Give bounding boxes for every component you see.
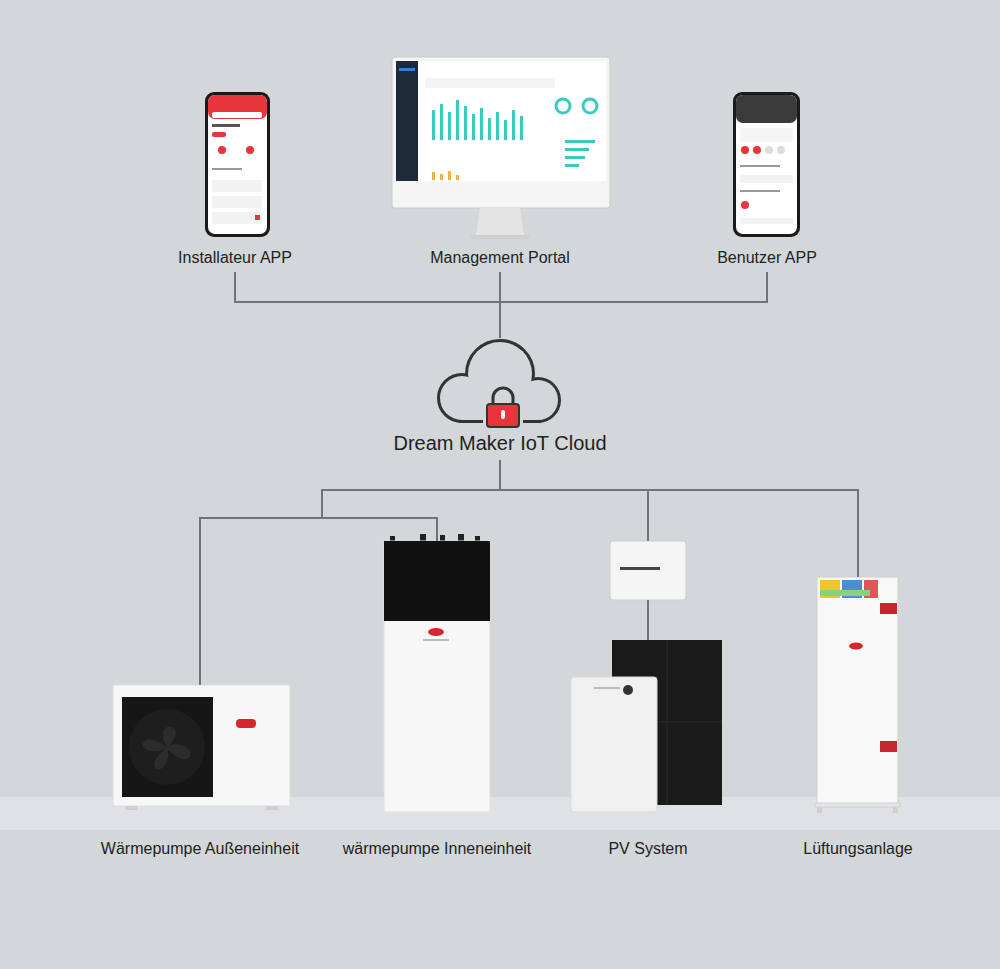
app-node: Benutzer APP (713, 92, 821, 268)
portal-node: Management Portal (390, 57, 610, 268)
connector-line (500, 272, 767, 338)
node-label: Lüftungsanlage (799, 839, 917, 859)
device-node: Lüftungsanlage (799, 577, 917, 859)
heat-pump-indoor-unit (384, 534, 490, 812)
device-node: PV System (571, 541, 726, 859)
cloud-icon (440, 342, 558, 430)
node-label: Management Portal (390, 248, 610, 268)
device-node: Wärmepumpe Außeneinheit (97, 685, 304, 859)
node-label: PV System (571, 839, 726, 859)
pv-system (571, 541, 722, 812)
monitor (392, 57, 610, 239)
installer-phone (205, 92, 270, 237)
user-phone (733, 92, 800, 237)
connector-line (200, 460, 500, 685)
connector-line (500, 460, 858, 577)
app-node: Installateur APP (174, 92, 296, 268)
connector-line (500, 460, 648, 541)
node-label: Wärmepumpe Außeneinheit (97, 839, 304, 859)
connector-line (235, 272, 500, 338)
ventilation-unit (815, 577, 900, 813)
device-node: wärmepumpe Inneneinheit (339, 541, 536, 859)
node-label: Dream Maker IoT Cloud (389, 431, 611, 456)
node-label: Installateur APP (174, 248, 296, 268)
node-label: wärmepumpe Inneneinheit (339, 839, 536, 859)
cloud-node: Dream Maker IoT Cloud (389, 338, 611, 456)
node-label: Benutzer APP (713, 248, 821, 268)
connector-line (322, 460, 500, 541)
heat-pump-outdoor-unit (113, 685, 290, 810)
